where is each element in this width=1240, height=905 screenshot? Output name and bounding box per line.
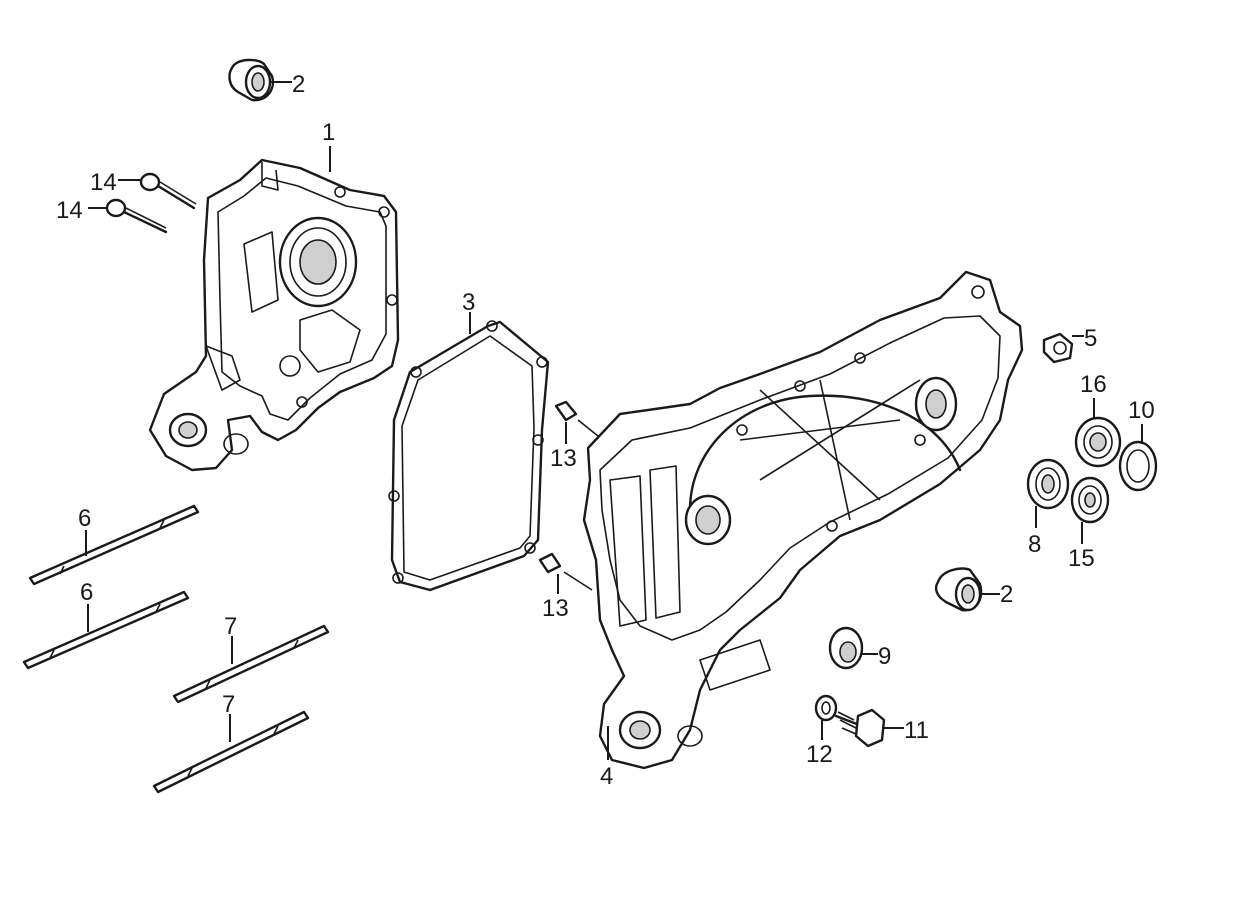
part-14-bolt-upper — [118, 172, 197, 210]
part-1-crankcase-half — [148, 146, 400, 472]
callout-10: 10 — [1128, 397, 1155, 424]
part-9-washer — [828, 626, 878, 670]
callout-3: 3 — [462, 289, 475, 316]
part-2-bushing-lower — [934, 567, 1000, 612]
callout-15: 15 — [1068, 545, 1095, 572]
callout-1: 1 — [322, 119, 335, 146]
part-14-bolt-lower — [88, 198, 168, 234]
part-8-bearing — [1026, 458, 1070, 528]
callout-6-upper: 6 — [78, 505, 91, 532]
part-7-stud-upper — [172, 624, 330, 704]
part-12-washer — [814, 694, 838, 740]
part-5-nut — [1042, 332, 1084, 364]
part-15-bearing — [1070, 476, 1110, 544]
part-13-dowel-upper — [554, 400, 599, 444]
callout-2-top: 2 — [292, 71, 305, 98]
part-16-bearing — [1074, 398, 1122, 468]
part-7-stud-lower — [152, 710, 310, 794]
part-2-bushing-top — [228, 58, 292, 102]
part-13-dowel-lower — [538, 552, 593, 594]
part-11-bolt — [834, 708, 904, 748]
callout-2-lower: 2 — [1000, 581, 1013, 608]
callout-11: 11 — [904, 717, 929, 744]
part-4-crankcase-left — [582, 270, 1024, 770]
callout-5: 5 — [1084, 325, 1097, 352]
callout-12: 12 — [806, 741, 833, 768]
callout-16: 16 — [1080, 371, 1107, 398]
part-3-gasket — [388, 312, 550, 592]
callout-8: 8 — [1028, 531, 1041, 558]
callout-9: 9 — [878, 643, 891, 670]
callout-14-lower: 14 — [56, 197, 83, 224]
part-6-stud-lower — [22, 590, 190, 670]
callout-13-upper: 13 — [550, 445, 577, 472]
callout-13-lower: 13 — [542, 595, 569, 622]
callout-7-lower: 7 — [222, 691, 235, 718]
callout-7-upper: 7 — [224, 613, 237, 640]
callout-14-upper: 14 — [90, 169, 117, 196]
part-10-oil-seal — [1118, 424, 1158, 492]
part-6-stud-upper — [28, 504, 200, 586]
callout-4: 4 — [600, 763, 613, 790]
callout-6-lower: 6 — [80, 579, 93, 606]
